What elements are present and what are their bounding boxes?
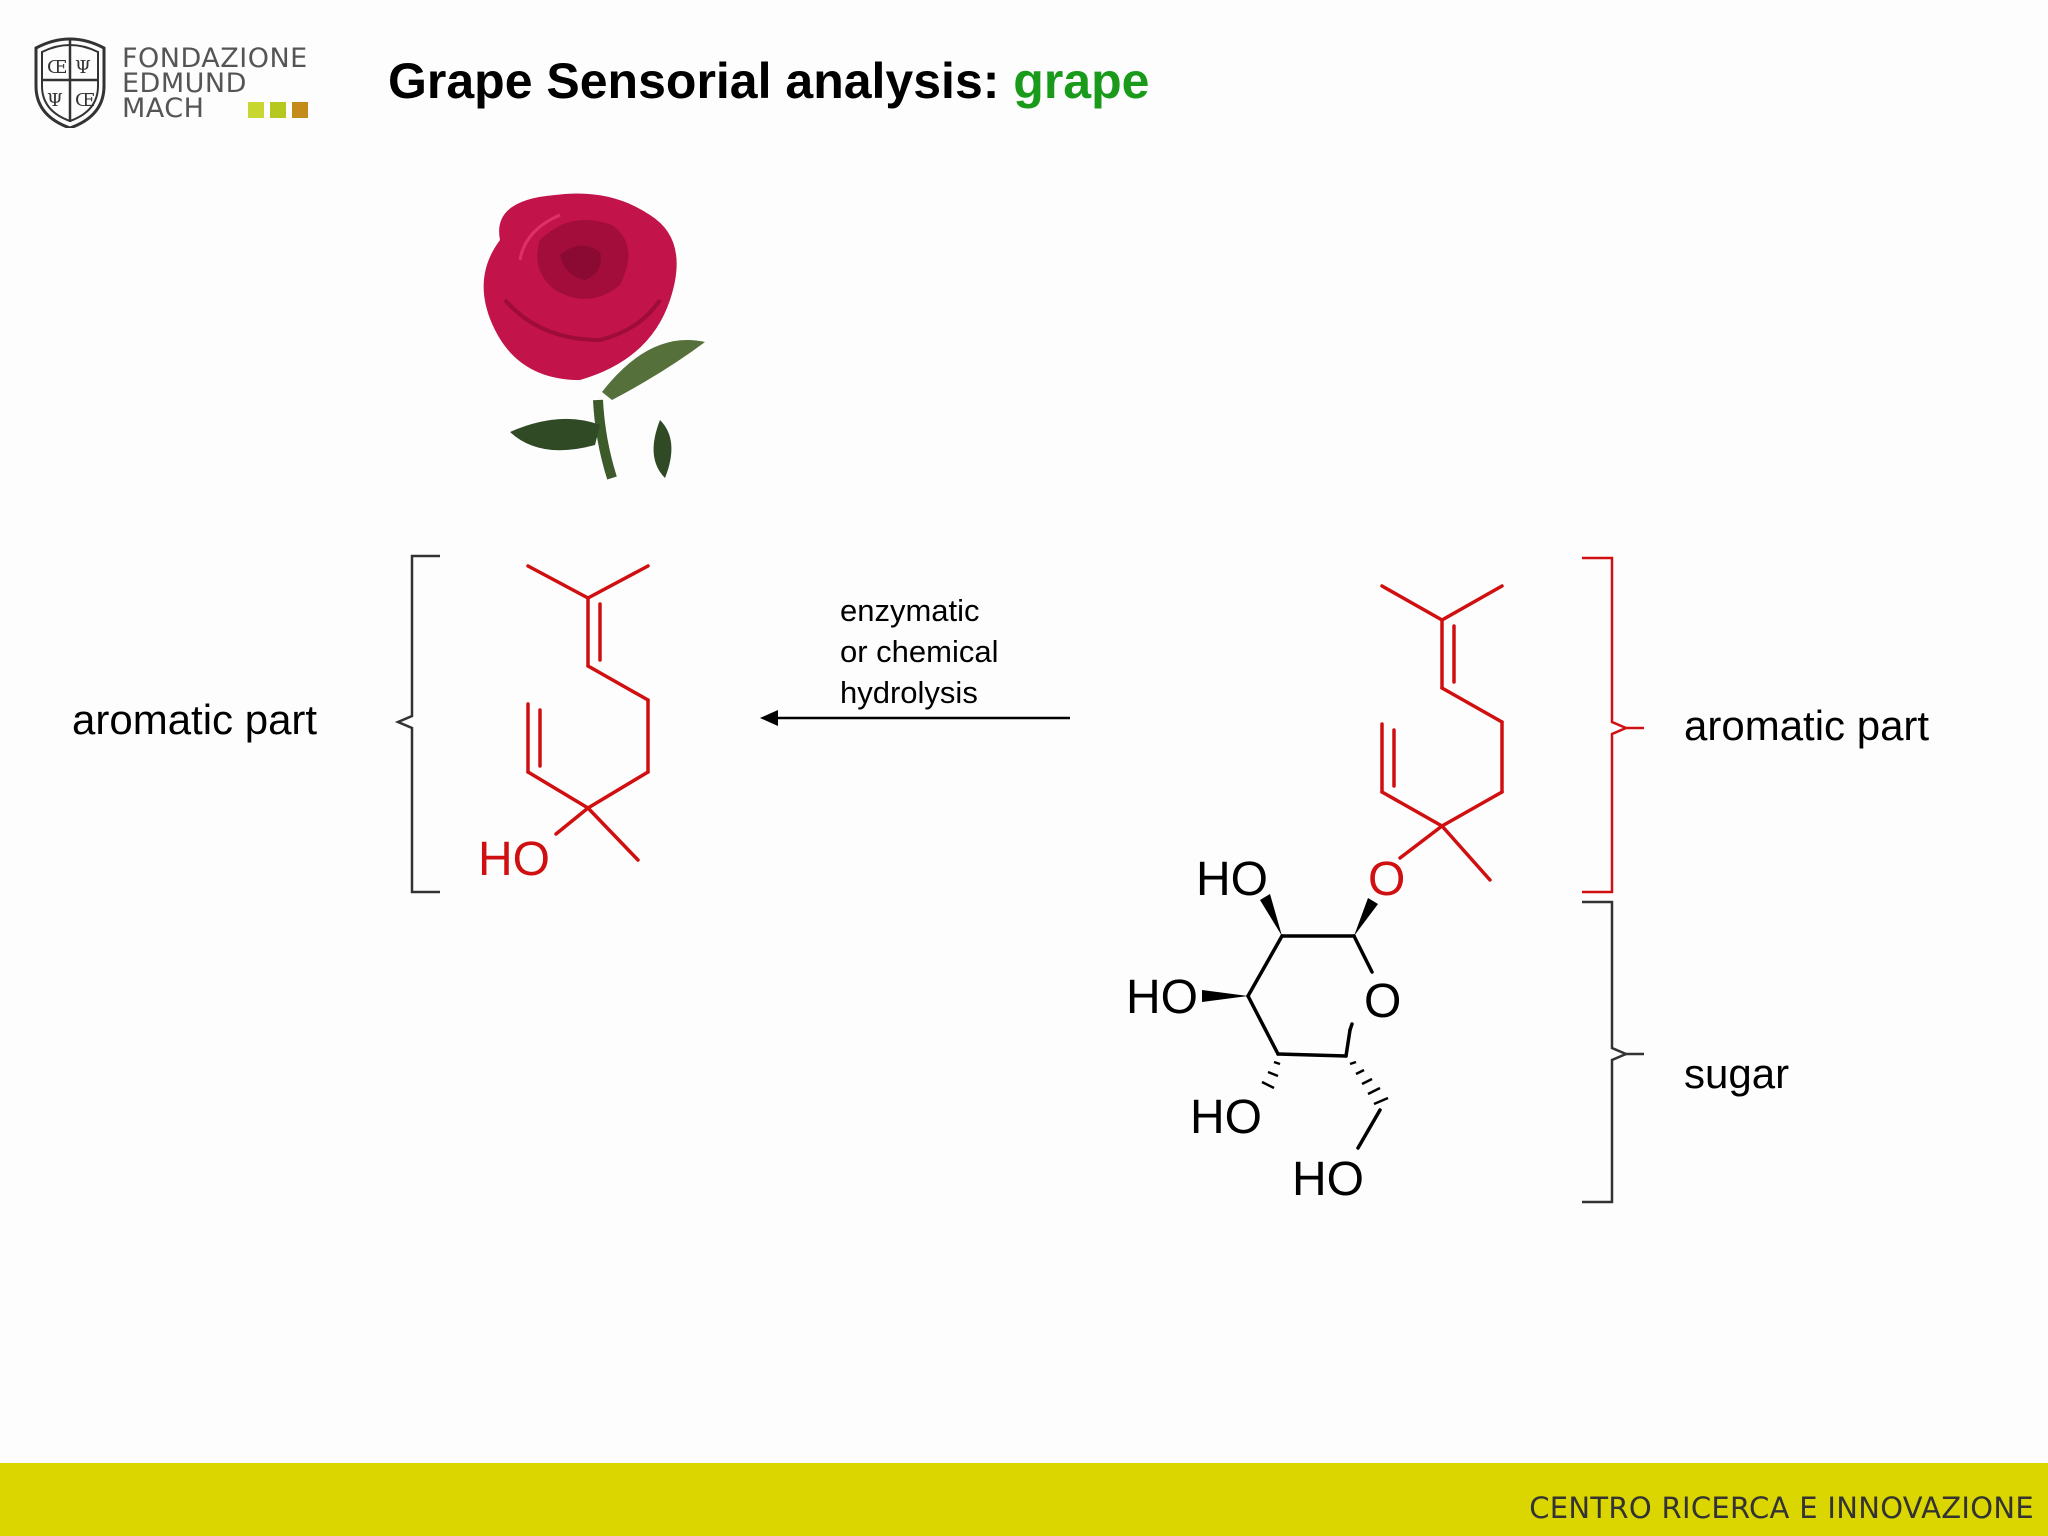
- footer-text: CENTRO RICERCA E INNOVAZIONE: [1529, 1491, 2034, 1525]
- hydroxyl-label-3: HO: [1190, 1091, 1262, 1144]
- logo-wordmark: FONDAZIONE EDMUND MACH: [122, 43, 308, 124]
- crest-icon: Œ Ψ Ψ Œ: [34, 37, 106, 130]
- hydrolysis-arrow: [760, 710, 1070, 726]
- wedge-bond-3: [1354, 898, 1378, 936]
- page-title: Grape Sensorial analysis: grape: [388, 52, 1149, 110]
- logo-line-3: MACH: [122, 93, 205, 124]
- hydrolysis-line-2: or chemical: [840, 634, 999, 669]
- hydroxyl-label-2: HO: [1126, 971, 1198, 1024]
- logo-color-squares: [248, 102, 308, 118]
- hash-bond-1: [1261, 1060, 1281, 1090]
- hash-bond-2: [1349, 1060, 1389, 1106]
- left-brace: [394, 554, 440, 894]
- hydrolysis-label: enzymatic or chemical hydrolysis: [840, 590, 999, 713]
- aromatic-part-label-left: aromatic part: [72, 696, 318, 743]
- glucose-ring: [1246, 934, 1382, 1150]
- rose-image: [483, 193, 705, 480]
- aromatic-brace-right: [1582, 556, 1630, 894]
- ring-oxygen-label: O: [1364, 975, 1402, 1028]
- linalool-structure: [526, 564, 650, 862]
- svg-text:Ψ: Ψ: [47, 90, 63, 111]
- logo-line-1: FONDAZIONE: [122, 43, 308, 74]
- hydroxyl-label-1: HO: [1196, 853, 1268, 906]
- glycoside-aglycone: [1380, 584, 1504, 882]
- hydroxyl-label-4: HO: [1292, 1153, 1364, 1206]
- svg-text:Œ: Œ: [47, 57, 67, 78]
- logo-line-2: EDMUND: [122, 68, 247, 99]
- hydrolysis-line-1: enzymatic: [840, 593, 980, 628]
- wedge-bond-2: [1202, 990, 1248, 1002]
- footer-bar: CENTRO RICERCA E INNOVAZIONE: [0, 1463, 2048, 1536]
- linalool-hydroxyl-label: HO: [478, 833, 550, 886]
- title-highlight: grape: [1013, 53, 1150, 109]
- aromatic-part-label-right: aromatic part: [1684, 702, 1930, 749]
- svg-text:Œ: Œ: [75, 90, 95, 111]
- glycosidic-oxygen-label: O: [1368, 853, 1406, 906]
- wedge-bond-1: [1260, 894, 1282, 936]
- sugar-brace: [1582, 900, 1630, 1204]
- foundation-logo: Œ Ψ Ψ Œ FONDAZIONE EDMUND MACH: [30, 28, 360, 138]
- svg-text:Ψ: Ψ: [75, 57, 91, 78]
- hydrolysis-line-3: hydrolysis: [840, 675, 978, 710]
- title-prefix: Grape Sensorial analysis:: [388, 53, 1014, 109]
- sugar-label: sugar: [1684, 1050, 1790, 1097]
